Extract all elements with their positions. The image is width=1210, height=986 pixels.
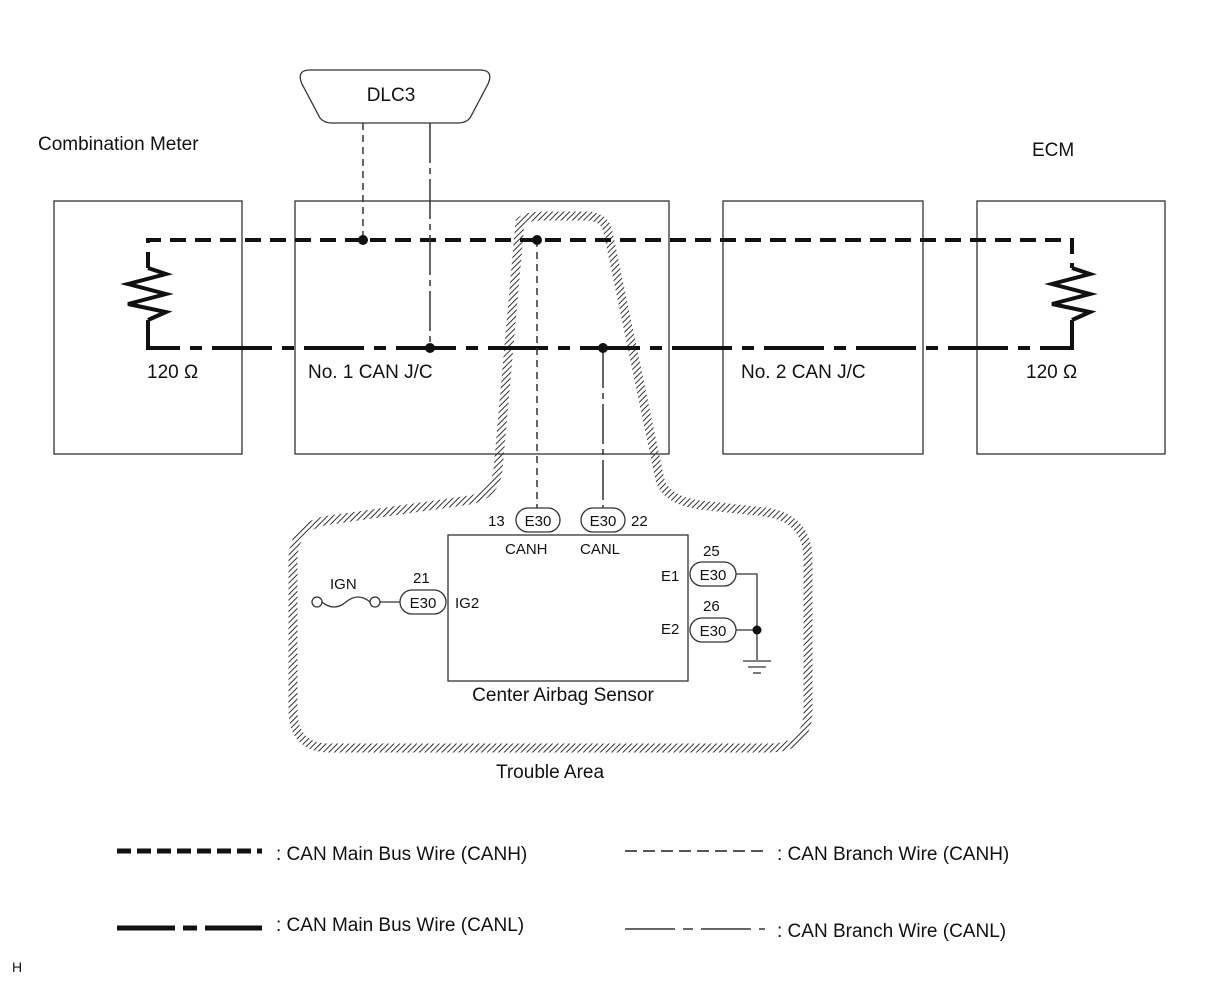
trouble-area-label: Trouble Area	[496, 762, 605, 783]
footer-mark: H	[12, 959, 22, 975]
junction-dot	[598, 343, 608, 353]
trouble-area-outline	[288, 211, 813, 753]
combination-meter-label: Combination Meter	[38, 134, 199, 155]
center-airbag-sensor-box	[447, 534, 689, 682]
ign-label: IGN	[330, 576, 357, 593]
pin-number: 26	[703, 598, 720, 615]
junction-dot	[532, 235, 542, 245]
ecm-box	[976, 200, 1166, 455]
terminal-label: IG2	[455, 595, 479, 612]
connector-e30-22	[580, 507, 626, 533]
dlc3-label: DLC3	[367, 85, 416, 106]
connector-id: E30	[700, 623, 727, 640]
resistor-right-icon	[1044, 266, 1098, 322]
terminal-label: CANL	[580, 541, 620, 558]
canh-main-bus	[146, 238, 1074, 268]
pin-number: 22	[631, 513, 648, 530]
legend-label-canh-main: : CAN Main Bus Wire (CANH)	[276, 844, 527, 865]
connector-e30-21	[399, 589, 447, 615]
legend-label-canh-branch: : CAN Branch Wire (CANH)	[777, 844, 1009, 865]
terminal-label: E2	[661, 621, 679, 638]
resistor-left-icon	[120, 266, 174, 322]
ecm-label: ECM	[1032, 140, 1074, 161]
pin-number: 13	[488, 513, 505, 530]
canl-main-bus	[146, 320, 1074, 350]
jc1-label: No. 1 CAN J/C	[308, 362, 433, 383]
no2-can-jc-box	[722, 200, 924, 455]
ground-wire	[736, 573, 758, 660]
junction-dot	[752, 625, 762, 635]
pin-number: 21	[413, 570, 430, 587]
connector-id: E30	[700, 567, 727, 584]
combination-meter-box	[53, 200, 243, 455]
junction-dot	[425, 343, 435, 353]
no1-can-jc-box	[294, 200, 670, 455]
fuse-terminal	[311, 596, 323, 608]
airbag-sensor-label: Center Airbag Sensor	[472, 685, 654, 706]
pin-number: 25	[703, 543, 720, 560]
connector-id: E30	[525, 513, 552, 530]
dlc3-connector	[299, 69, 491, 124]
resistor-right-label: 120 Ω	[1026, 362, 1077, 383]
legend-label-canl-main: : CAN Main Bus Wire (CANL)	[276, 915, 524, 936]
connector-id: E30	[590, 513, 617, 530]
terminal-label: E1	[661, 568, 679, 585]
junction-dot	[358, 235, 368, 245]
jc2-label: No. 2 CAN J/C	[741, 362, 866, 383]
legend-label-canl-branch: : CAN Branch Wire (CANL)	[777, 921, 1006, 942]
resistor-left-label: 120 Ω	[147, 362, 198, 383]
connector-e30-13	[515, 507, 561, 533]
ground-icon	[743, 660, 771, 674]
fuse-terminal	[369, 596, 381, 608]
fuse-icon	[321, 596, 371, 608]
terminal-label: CANH	[505, 541, 548, 558]
connector-id: E30	[410, 595, 437, 612]
